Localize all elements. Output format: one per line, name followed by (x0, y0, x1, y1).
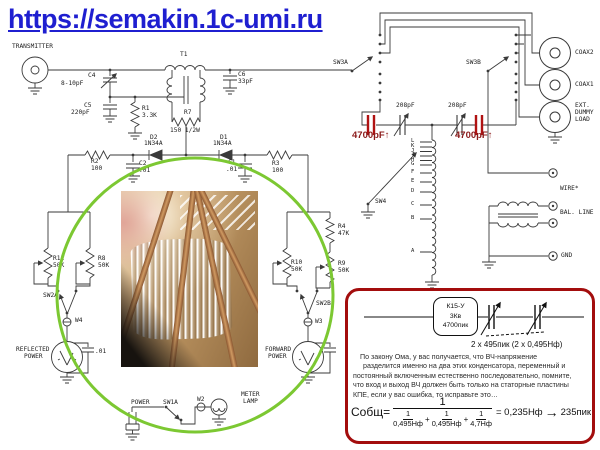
site-url[interactable]: https://semakin.1c-umi.ru (8, 4, 323, 34)
reflected-power-meter (51, 341, 83, 373)
note-line-4: что вход и выход ВЧ должен быть только н… (353, 381, 569, 390)
coax2-connector (539, 37, 571, 69)
capacitance-formula: Собщ= 1 1 0,495Нф + 1 0,495Нф + 1 (351, 396, 592, 428)
annotation-box: К15-У 3Кв 4700пик 2 х 495пик (2 х 0,495Н… (345, 288, 595, 444)
w3-lamp (303, 317, 313, 327)
k15-capacity: 4700пик (442, 322, 469, 330)
balline-post-2 (548, 218, 558, 228)
k15-capacitor-box: К15-У 3Кв 4700пик (433, 297, 478, 336)
photo-dark-corner (121, 191, 258, 367)
coil-photo (121, 191, 258, 367)
note-capacitor-diagram (364, 301, 584, 337)
formula-final-value: 235пик (560, 406, 592, 418)
formula-lhs: Собщ= (351, 405, 391, 420)
fixed-capacitor-bars (366, 115, 484, 135)
note-line-3: постоянный включенным естественно послед… (353, 371, 572, 380)
dummy-load-connector (539, 101, 571, 133)
formula-term-1: 1 0,495Нф (393, 409, 424, 428)
formula-term-2: 1 0,495Нф (431, 409, 462, 428)
wire-post (548, 168, 558, 178)
forward-power-meter (292, 341, 324, 373)
note-line-1: По закону Ома, у вас получается, что ВЧ-… (360, 353, 538, 361)
note-paragraph: По закону Ома, у вас получается, что ВЧ-… (353, 353, 588, 400)
k15-name: К15-У (446, 302, 465, 310)
note-line-5: КПЕ, если у вас ошибка, то исправьте это… (353, 390, 498, 399)
k15-voltage: 3Кв (449, 312, 462, 320)
w4-lamp (62, 317, 72, 327)
gnd-post (548, 251, 558, 261)
plus-sign: + (425, 414, 430, 424)
balline-post-1 (548, 201, 558, 211)
formula-result: = 0,235Нф (495, 406, 543, 418)
formula-fraction: 1 1 0,495Нф + 1 0,495Нф + 1 4,7Нф (393, 396, 492, 428)
coax1-connector (539, 69, 571, 101)
arrow-icon: → (544, 404, 559, 421)
formula-numerator: 1 (439, 396, 446, 408)
plus-sign: + (463, 414, 469, 424)
ganged-caps-label: 2 х 495пик (2 х 0,495Нф) (471, 340, 563, 349)
formula-term-3: 1 4,7Нф (470, 409, 492, 428)
w2-lamp (196, 402, 206, 412)
note-line-2: разделится именно на два этих конденсато… (363, 362, 566, 371)
